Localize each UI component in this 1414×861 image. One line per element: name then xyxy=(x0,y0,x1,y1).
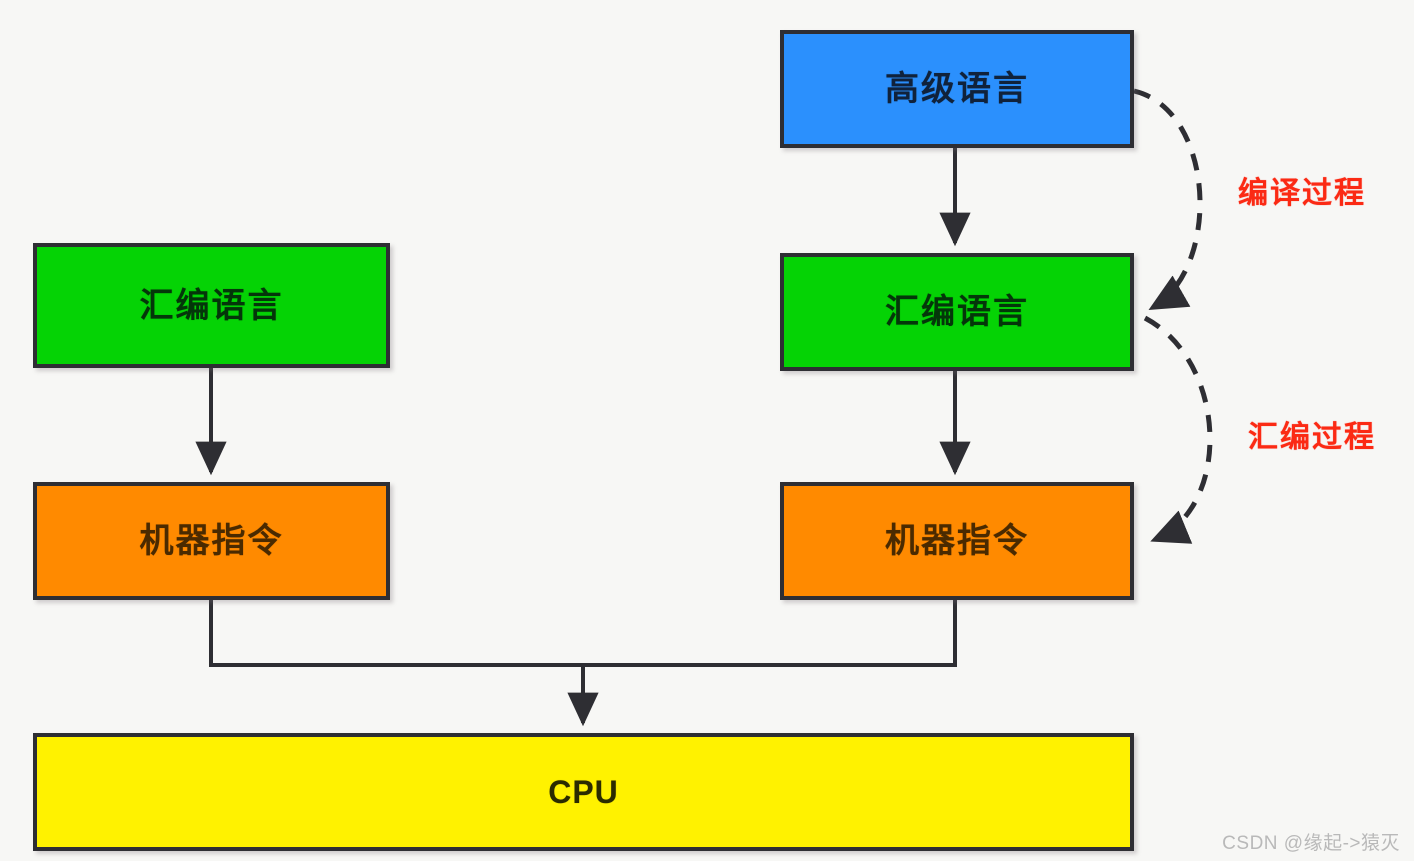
edge-assemble-process-curve xyxy=(1143,315,1213,544)
annotation-assemble-process: 汇编过程 xyxy=(1248,421,1376,454)
node-assembly-language-left-label: 汇编语言 xyxy=(139,286,284,325)
node-assembly-language-left[interactable]: 汇编语言 xyxy=(33,243,390,368)
node-machine-instruction-right[interactable]: 机器指令 xyxy=(780,482,1134,600)
node-machine-instruction-left-label: 机器指令 xyxy=(139,522,284,560)
annotation-compile-process: 编译过程 xyxy=(1238,177,1366,210)
node-high-level-language[interactable]: 高级语言 xyxy=(780,30,1134,148)
edge-compile-process-curve xyxy=(1133,88,1203,311)
node-machine-instruction-right-label: 机器指令 xyxy=(885,522,1029,560)
edge-machine-boxes-to-cpu xyxy=(209,600,957,727)
node-assembly-language-right[interactable]: 汇编语言 xyxy=(780,253,1134,371)
node-high-level-language-label: 高级语言 xyxy=(885,70,1029,108)
node-cpu-label: CPU xyxy=(548,774,619,810)
node-cpu[interactable]: CPU xyxy=(33,733,1134,851)
watermark: CSDN @缘起->猿灭 xyxy=(1222,833,1400,854)
node-assembly-language-right-label: 汇编语言 xyxy=(885,293,1029,331)
node-machine-instruction-left[interactable]: 机器指令 xyxy=(33,482,390,600)
